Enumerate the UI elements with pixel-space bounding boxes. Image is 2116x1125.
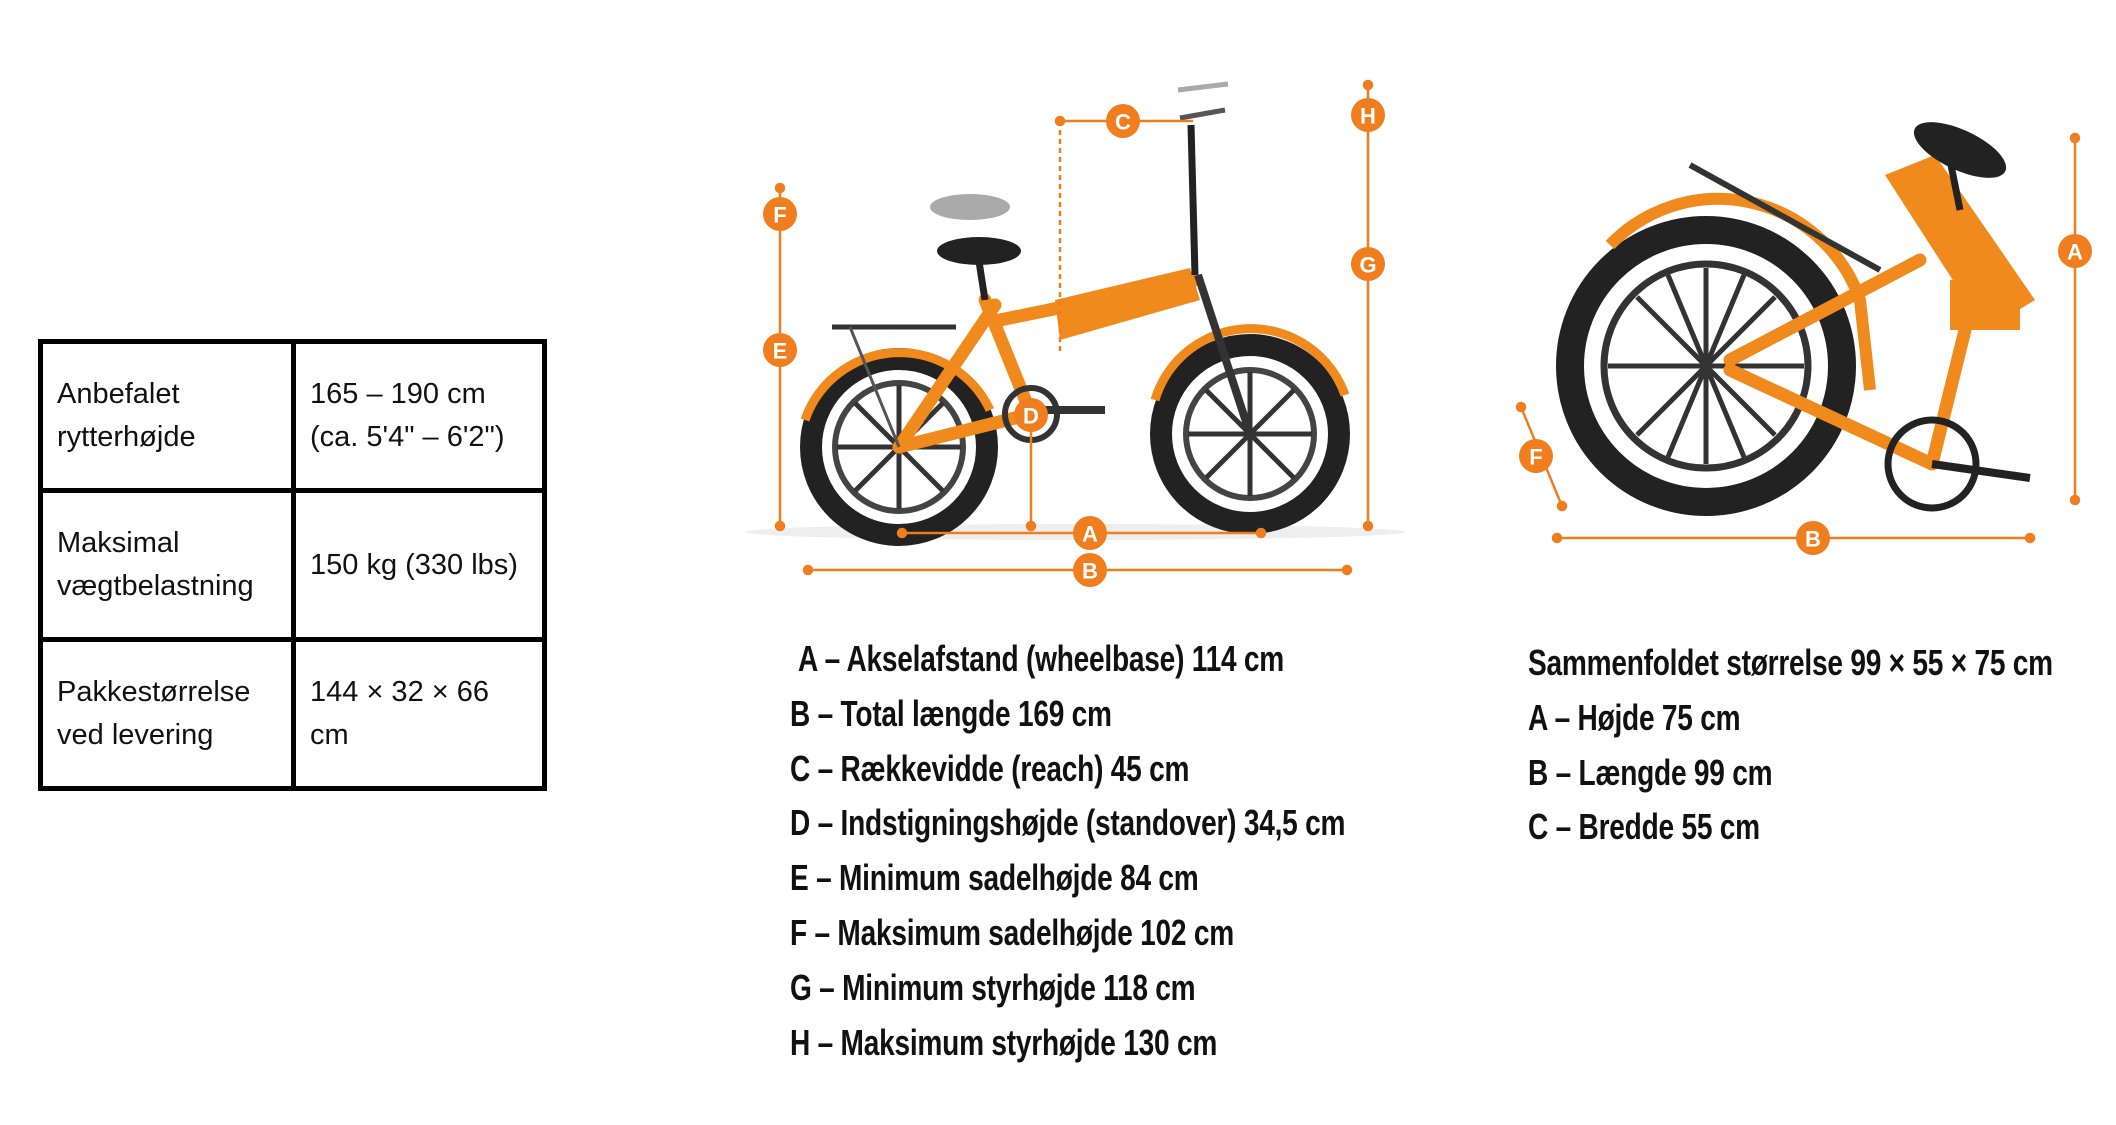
folded-marker-f: F [1519,439,1553,473]
marker-e: E [763,333,797,367]
svg-text:A: A [1082,522,1098,547]
bike-illustration [745,81,1405,546]
svg-text:E: E [773,339,788,364]
folded-bike-illustration [1556,122,2035,516]
folded-spec-list: Sammenfoldet størrelse 99 × 55 × 75 cm A… [1528,636,2116,855]
table-row: Maksimal vægtbelastning 150 kg (330 lbs) [38,488,547,642]
table-value: 150 kg (330 lbs) [291,488,547,642]
dimension-spec-list: A – Akselafstand (wheelbase) 114 cm B – … [790,632,1502,1070]
marker-d: D [1014,398,1048,432]
table-label: Pakkestørrelse ved levering [38,637,296,791]
table-label: Anbefalet rytterhøjde [38,339,296,493]
specification-table: Anbefalet rytterhøjde 165 – 190 cm (ca. … [38,339,547,791]
marker-a: A [1073,516,1107,550]
marker-c: C [1106,104,1140,138]
spec-item: G – Minimum styrhøjde 118 cm [790,966,1196,1008]
svg-text:H: H [1360,104,1376,129]
svg-text:F: F [773,203,786,228]
folded-marker-b: B [1796,521,1830,555]
svg-text:F: F [1529,445,1542,470]
table-row: Pakkestørrelse ved levering 144 × 32 × 6… [38,637,547,791]
svg-text:B: B [1805,527,1821,552]
spec-item: A – Akselafstand (wheelbase) 114 cm [798,638,1285,679]
marker-b: B [1073,553,1107,587]
spec-item: F – Maksimum sadelhøjde 102 cm [790,911,1235,953]
svg-text:B: B [1082,559,1098,584]
table-value: 144 × 32 × 66 cm [291,637,547,791]
spec-item: C – Bredde 55 cm [1528,806,1760,848]
folded-marker-a: A [2058,234,2092,268]
folded-size-heading: Sammenfoldet størrelse 99 × 55 × 75 cm [1528,642,2053,683]
spec-item: D – Indstigningshøjde (standover) 34,5 c… [790,802,1346,844]
marker-h: H [1351,98,1385,132]
spec-item: C – Rækkevidde (reach) 45 cm [790,747,1190,789]
svg-text:D: D [1023,404,1039,429]
marker-g: G [1351,247,1385,281]
svg-text:A: A [2067,240,2083,265]
spec-item: E – Minimum sadelhøjde 84 cm [790,857,1199,899]
table-value: 165 – 190 cm (ca. 5'4" – 6'2") [291,339,547,493]
table-label: Maksimal vægtbelastning [38,488,296,642]
spec-item: H – Maksimum styrhøjde 130 cm [790,1021,1218,1063]
svg-text:G: G [1359,253,1376,278]
spec-item: A – Højde 75 cm [1528,696,1741,738]
svg-text:C: C [1115,110,1131,135]
folded-dimension-lines [1515,132,2081,544]
table-row: Anbefalet rytterhøjde 165 – 190 cm (ca. … [38,339,547,493]
spec-item: B – Total længde 169 cm [790,692,1112,734]
marker-f: F [763,197,797,231]
spec-item: B – Længde 99 cm [1528,751,1773,793]
